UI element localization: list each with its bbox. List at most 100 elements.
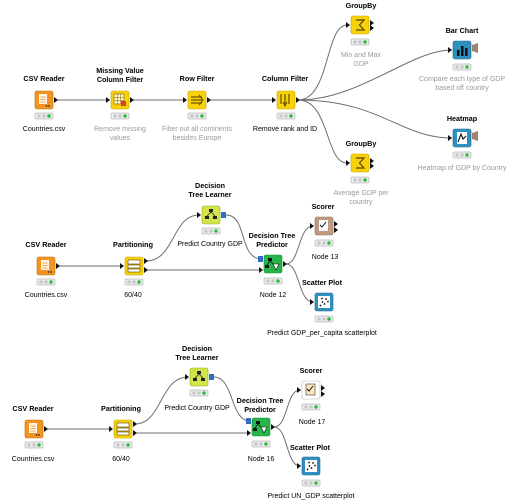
node-label-line2: based off country	[435, 85, 489, 92]
node-title-line1: Decision Tree	[249, 231, 296, 240]
node-label-line1: Min and Max	[341, 52, 382, 59]
node-output-port-1[interactable]	[133, 421, 137, 427]
node-partitioning-3[interactable]: Partitioning 60/40	[101, 404, 141, 463]
node-output-port-1[interactable]	[334, 221, 338, 227]
node-decision-tree-predictor-2[interactable]: Decision Tree Predictor Node 12	[249, 231, 296, 299]
status-light	[36, 278, 56, 286]
node-csv-reader-3[interactable]: CSV Reader Countries.csv	[12, 404, 55, 463]
node-input-port[interactable]	[106, 97, 110, 103]
node-label: Heatmap of GDP by Country	[418, 165, 507, 172]
node-csv-reader-1[interactable]: CSV Reader Countries.csv	[23, 74, 66, 133]
node-scatter-plot-3[interactable]: Scatter Plot Predict UN_GDP scatterplot	[267, 443, 354, 500]
node-output-port[interactable]	[44, 426, 48, 432]
node-output-port[interactable]	[271, 424, 275, 430]
node-output-port-2[interactable]	[370, 163, 374, 169]
tree-icon	[193, 371, 205, 381]
node-output-port[interactable]	[130, 97, 134, 103]
node-output-port[interactable]	[56, 263, 60, 269]
node-output-port-1[interactable]	[144, 258, 148, 264]
connection-columnfilter-to-groupby-bottom	[297, 99, 348, 164]
node-input-port[interactable]	[297, 387, 301, 393]
status-light	[301, 479, 321, 487]
column-arrows-icon	[280, 94, 290, 108]
node-input-port[interactable]	[310, 299, 314, 305]
node-input-port[interactable]	[247, 430, 251, 436]
decision-tree-learner-icon	[201, 205, 221, 225]
grid-icon	[113, 93, 126, 106]
node-partitioning-2[interactable]: Partitioning 60/40	[113, 240, 153, 299]
node-model-output-port[interactable]	[209, 374, 214, 380]
node-output-port-2[interactable]	[144, 267, 148, 273]
node-title-line1: Decision Tree	[237, 396, 284, 405]
node-view-port[interactable]	[472, 131, 478, 141]
node-input-port[interactable]	[120, 263, 124, 269]
node-input-port[interactable]	[310, 223, 314, 229]
node-bar-chart[interactable]: Bar Chart Compare each type of GDP based…	[419, 26, 505, 92]
node-input-port[interactable]	[185, 374, 189, 380]
node-output-port-1[interactable]	[321, 385, 325, 391]
sigma-icon	[356, 19, 366, 31]
node-input-port[interactable]	[109, 426, 113, 432]
status-light	[452, 63, 472, 71]
node-label: Predict UN_GDP scatterplot	[267, 493, 354, 500]
node-output-port-1[interactable]	[370, 20, 374, 26]
node-input-port[interactable]	[448, 135, 452, 141]
node-csv-reader-2[interactable]: CSV Reader Countries.csv	[25, 240, 68, 299]
node-decision-tree-predictor-3[interactable]: Decision Tree Predictor Node 16	[237, 396, 284, 463]
node-label: Countries.csv	[23, 126, 66, 133]
node-decision-tree-learner-2[interactable]: Decision Tree Learner Predict Country GD…	[177, 181, 243, 248]
node-output-port-2[interactable]	[133, 430, 137, 436]
node-model-output-port[interactable]	[221, 212, 226, 218]
node-output-port-2[interactable]	[370, 25, 374, 31]
node-heatmap[interactable]: Heatmap Heatmap of GDP by Country	[418, 114, 507, 172]
node-input-port[interactable]	[346, 160, 350, 166]
bars-icon	[457, 46, 468, 56]
column-filter-icon	[276, 90, 296, 110]
node-groupby-top[interactable]: GroupBy Min and Max GDP	[341, 1, 382, 68]
status-light	[110, 112, 130, 120]
status-light	[201, 227, 221, 235]
node-output-port-1[interactable]	[370, 158, 374, 164]
node-output-port-2[interactable]	[334, 227, 338, 233]
node-output-port[interactable]	[283, 261, 287, 267]
predict-tree-icon	[265, 258, 280, 271]
status-light	[263, 277, 283, 285]
node-output-port-2[interactable]	[321, 391, 325, 397]
heatmap-glyph-icon	[457, 132, 467, 144]
node-input-port[interactable]	[197, 212, 201, 218]
node-input-port[interactable]	[448, 47, 452, 53]
node-decision-tree-learner-3[interactable]: Decision Tree Learner Predict Country GD…	[164, 344, 230, 412]
node-label-line2: values	[110, 135, 131, 142]
table-split-icon	[127, 259, 141, 273]
node-input-port[interactable]	[297, 463, 301, 469]
node-output-port[interactable]	[207, 97, 211, 103]
node-scorer-2[interactable]: Scorer Node 13	[310, 202, 338, 261]
node-title: GroupBy	[346, 1, 377, 10]
node-label-line2: besides Europe	[173, 135, 222, 142]
node-scorer-3[interactable]: Scorer Node 17	[297, 366, 325, 426]
status-light	[350, 38, 370, 46]
node-output-port[interactable]	[54, 97, 58, 103]
node-input-port[interactable]	[272, 97, 276, 103]
node-row-filter[interactable]: Row Filter Filter out all continents bes…	[162, 74, 233, 142]
node-column-filter[interactable]: Column Filter Remove rank and ID	[253, 74, 317, 133]
connection-partition2-to-learner	[145, 214, 200, 262]
node-title: Scorer	[312, 202, 335, 211]
node-output-port[interactable]	[296, 97, 300, 103]
node-label: Predict GDP_per_capita scatterplot	[267, 330, 377, 337]
node-title-line2: Predictor	[256, 240, 288, 249]
node-model-input-port[interactable]	[258, 256, 263, 262]
node-model-input-port[interactable]	[246, 418, 251, 424]
connection-columnfilter-to-heatmap	[297, 99, 453, 139]
node-view-port[interactable]	[472, 43, 478, 53]
status-light	[187, 112, 207, 120]
node-input-port[interactable]	[346, 22, 350, 28]
node-input-port[interactable]	[183, 97, 187, 103]
node-input-port[interactable]	[259, 267, 263, 273]
node-title-line1: Decision	[195, 181, 225, 190]
scatter-dots-icon	[318, 296, 330, 308]
node-scatter-plot-2[interactable]: Scatter Plot Predict GDP_per_capita scat…	[267, 278, 377, 337]
connection-predictor3-to-scorer	[273, 389, 301, 428]
node-groupby-bottom[interactable]: GroupBy Average GDP per country	[334, 139, 390, 206]
node-missing-value-filter[interactable]: Missing Value Column Filter Remove missi…	[94, 66, 146, 142]
